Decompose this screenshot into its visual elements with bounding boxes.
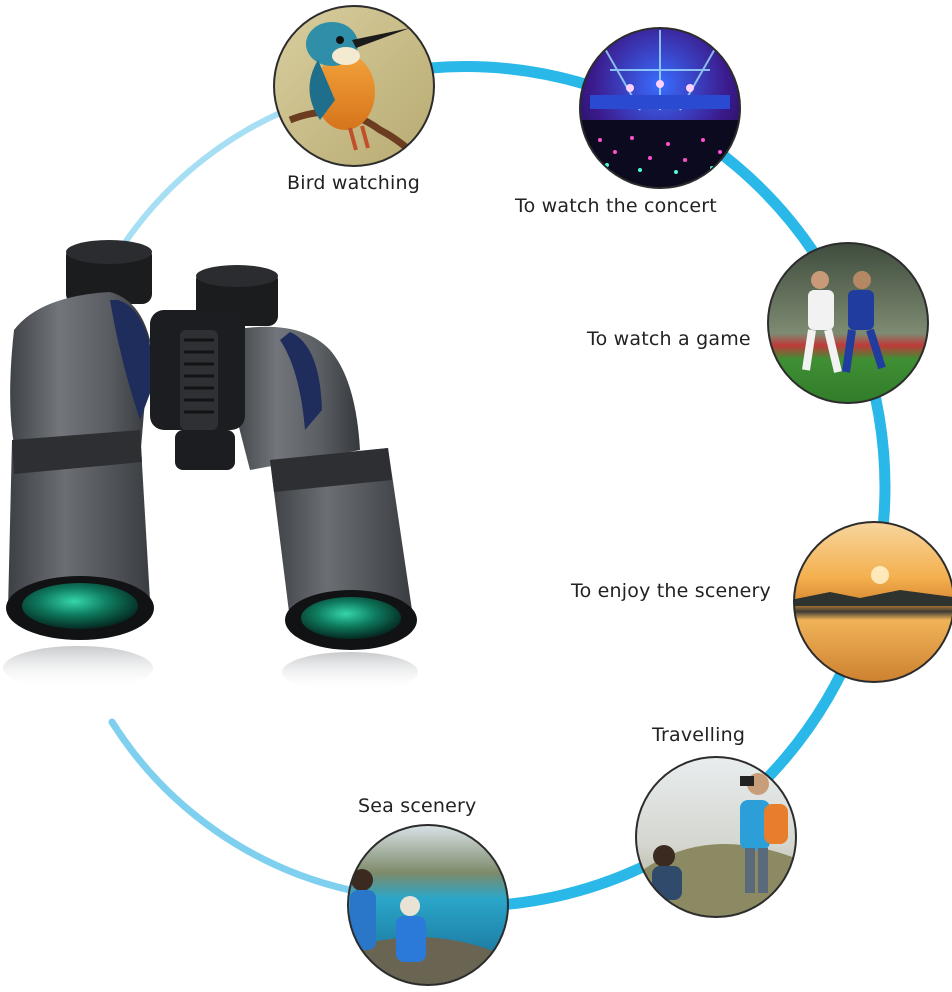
label-scenery: To enjoy the scenery bbox=[571, 580, 772, 602]
right-reflection bbox=[282, 652, 418, 692]
photo-travelling-border bbox=[635, 756, 797, 918]
left-reflection bbox=[3, 646, 153, 690]
photo-sea-scenery bbox=[348, 825, 508, 985]
photo-game-border bbox=[767, 242, 929, 404]
right-lens bbox=[301, 597, 401, 639]
ring-arc-faded-left bbox=[117, 110, 283, 253]
ring-arc-main-right bbox=[424, 61, 891, 911]
left-blue-trim bbox=[110, 300, 155, 420]
left-lens bbox=[22, 583, 138, 629]
label-concert: To watch the concert bbox=[515, 195, 717, 217]
photo-travelling bbox=[636, 757, 796, 917]
photo-game bbox=[768, 243, 928, 403]
label-travelling: Travelling bbox=[652, 724, 746, 746]
ring-arc-bottom-left bbox=[108, 718, 354, 894]
right-barrel bbox=[270, 448, 412, 633]
binoculars bbox=[3, 240, 418, 692]
photo-scenery-border bbox=[793, 521, 952, 683]
photo-scenery bbox=[794, 522, 952, 682]
photo-bird-watching bbox=[274, 6, 434, 166]
photo-sea-scenery-border bbox=[347, 824, 509, 986]
photo-concert bbox=[580, 28, 740, 188]
right-blue-trim bbox=[280, 332, 322, 430]
label-bird-watching: Bird watching bbox=[287, 172, 420, 193]
label-sea-scenery: Sea scenery bbox=[358, 795, 477, 817]
left-barrel bbox=[8, 430, 150, 623]
label-game: To watch a game bbox=[587, 328, 751, 350]
photo-concert-border bbox=[579, 27, 741, 189]
photo-bird-watching-border bbox=[273, 5, 435, 167]
